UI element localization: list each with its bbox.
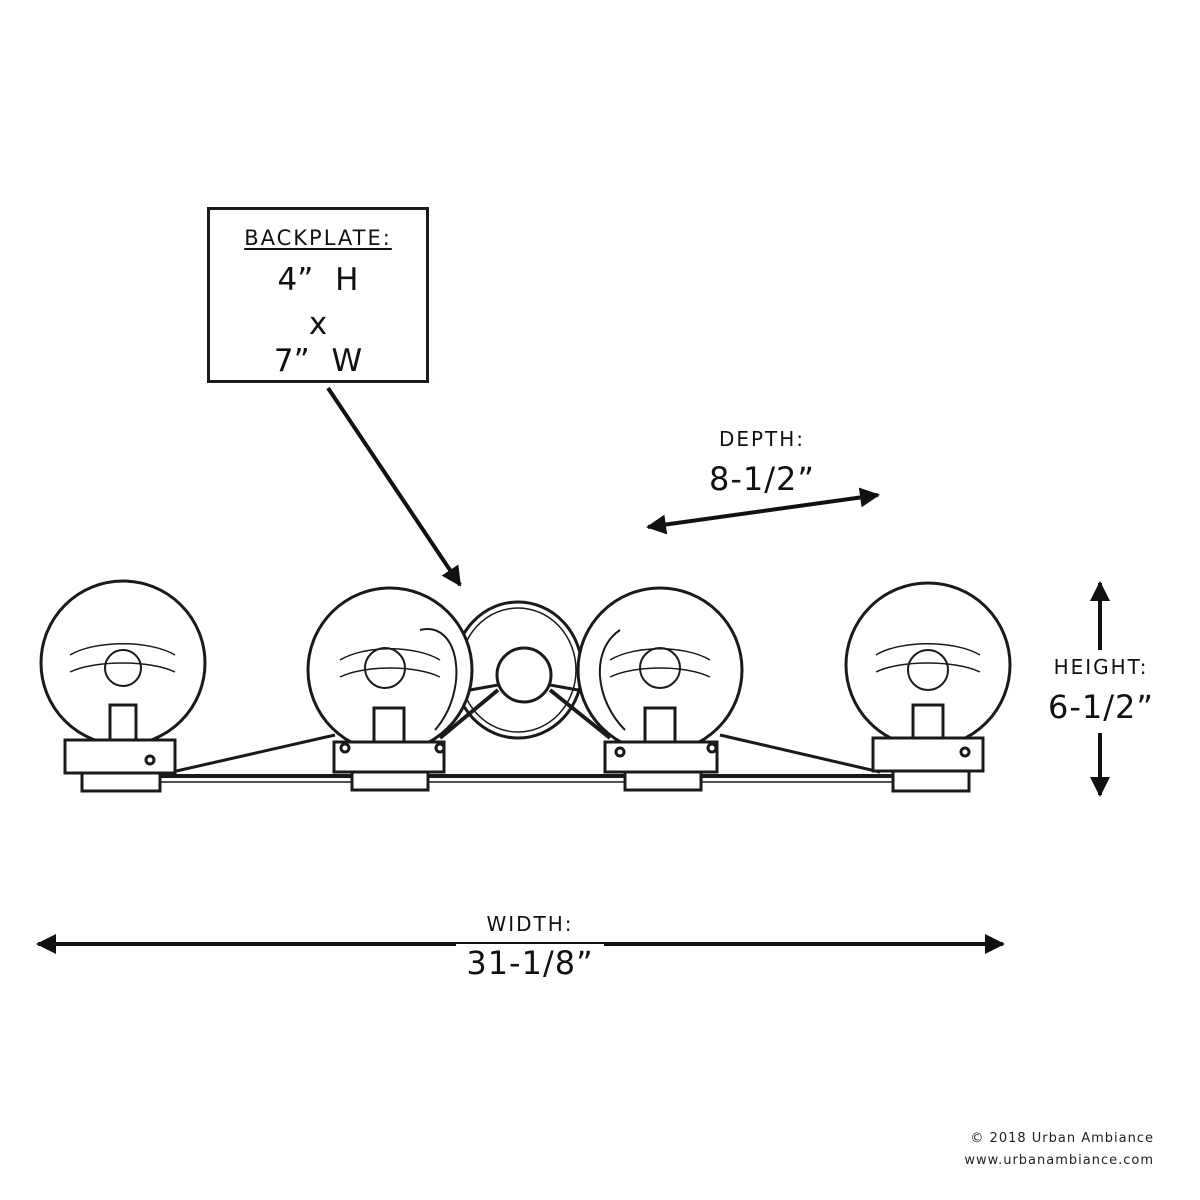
center-canopy [495,646,553,704]
width-label: WIDTH: [468,912,592,936]
depth-arrow [646,487,880,535]
width-value: 31-1/8” [456,944,604,982]
backplate-width: 7” W [273,343,363,379]
height-value: 6-1/2” [1036,688,1166,726]
copyright-text: © 2018 Urban Ambiance [970,1131,1154,1146]
website-url: www.urbanambiance.com [964,1153,1154,1168]
backplate-title: BACKPLATE: [244,226,392,250]
backplate-callout: BACKPLATE: 4” H x 7” W [207,207,429,383]
globe-1 [39,579,207,793]
depth-value: 8-1/2” [690,460,834,498]
backplate-times-sign: x [308,306,328,342]
globe-3 [576,586,744,792]
vanity-light-fixture [39,579,1012,793]
depth-label: DEPTH: [700,427,824,451]
height-label: HEIGHT: [1040,655,1162,679]
backplate-leader-arrow [326,386,462,587]
globe-4 [844,581,1012,793]
globe-2 [306,586,474,792]
copyright-notice: © 2018 Urban Ambiance www.urbanambiance.… [964,1128,1154,1172]
backplate-height: 4” H [277,262,359,298]
